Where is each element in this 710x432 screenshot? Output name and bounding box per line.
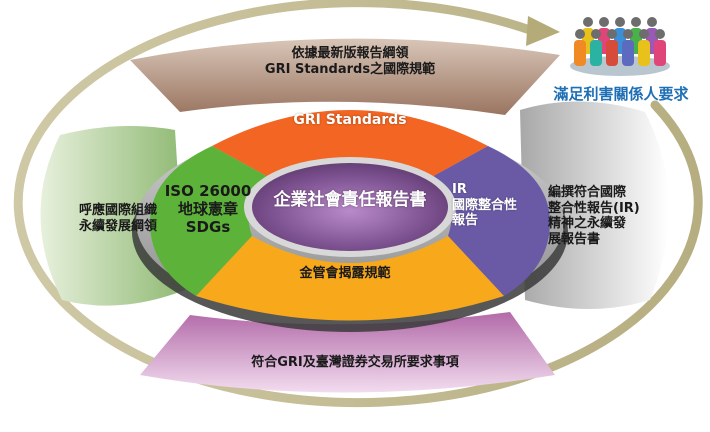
inner-top-label: GRI Standards (293, 112, 407, 128)
person-body (622, 40, 634, 66)
person-body (654, 40, 666, 66)
person-body (606, 40, 618, 66)
person-head (599, 17, 609, 27)
person-head (655, 29, 665, 39)
person-body (590, 40, 602, 66)
outer-petal-bottom (140, 312, 555, 393)
inner-segment-top (212, 110, 488, 178)
person-head (631, 17, 641, 27)
person-body (574, 40, 586, 66)
cycle-arrow (13, 0, 703, 408)
person-head (575, 29, 585, 39)
center-title: 企業社會責任報告書 (273, 190, 427, 210)
person-head (591, 29, 601, 39)
person-head (623, 29, 633, 39)
inner-bottom-label: 金管會揭露規範 (299, 266, 391, 281)
outer-right-label: 編撰符合國際整合性報告(IR)精神之永續發展報告書 (548, 185, 640, 247)
person-head (639, 29, 649, 39)
outer-left-label: 呼應國際組織永續發展綱領 (78, 203, 157, 234)
person-head (583, 17, 593, 27)
cycle-arrow-head (526, 16, 560, 46)
person-head (647, 17, 657, 27)
person-head (607, 29, 617, 39)
stakeholders-people-icon (570, 17, 670, 76)
person-head (615, 17, 625, 27)
outer-bottom-label: 符合GRI及臺灣證券交易所要求事項 (251, 355, 459, 370)
outer-petal-top (130, 38, 560, 115)
person-body (638, 40, 650, 66)
inner-segment-left (150, 146, 270, 296)
center-disc (252, 163, 448, 251)
inner-segment-right (430, 146, 550, 296)
stakeholders-title: 滿足利害關係人要求 (553, 85, 689, 103)
inner-segment-bottom (196, 236, 504, 321)
